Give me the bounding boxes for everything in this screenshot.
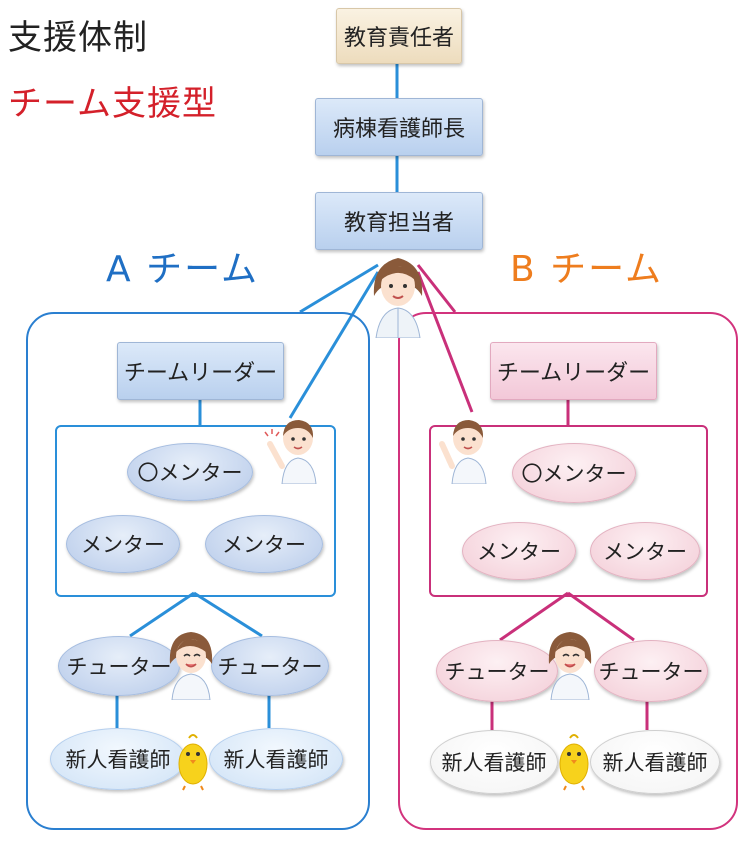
team-b-female-nurse-illustration [548, 632, 592, 700]
team-b-tutor-2: チューター [594, 640, 708, 702]
team-b-new-nurse-2: 新人看護師 [590, 730, 720, 794]
line-incharge-to-a-mentor [288, 271, 380, 419]
team-a-female-nurse-illustration [169, 632, 213, 700]
team-b-male-nurse-illustration [439, 420, 487, 484]
line-incharge-to-b-mentor [416, 271, 474, 413]
education-nurse-illustration [373, 258, 423, 338]
line-a-box-to-tutor1 [129, 591, 195, 638]
team-b-frame [398, 312, 738, 830]
line-b-box-to-tutor2 [567, 591, 635, 642]
team-b-label: B チーム [510, 249, 664, 290]
line-incharge-to-team-a [299, 263, 379, 314]
team-b-leader-node: チームリーダー [490, 342, 657, 400]
team-a-frame [26, 312, 370, 830]
team-b-mentor-box [429, 425, 708, 597]
team-a-mentor-2: メンター [205, 515, 323, 573]
team-a-mentor-1: メンター [66, 515, 180, 573]
team-a-tutor-2: チューター [211, 636, 329, 696]
team-a-new-nurse-2: 新人看護師 [209, 728, 343, 790]
team-b-main-mentor: 〇メンター [512, 443, 636, 503]
team-a-male-nurse-illustration [264, 420, 317, 484]
team-b-chick-illustration [559, 734, 589, 791]
line-b-box-to-tutor1 [499, 591, 569, 642]
page-title: 支援体制 [8, 18, 148, 58]
team-a-label: A チーム [106, 249, 259, 290]
team-b-mentor-1: メンター [462, 522, 576, 580]
team-b-tutor-1: チューター [436, 640, 558, 702]
team-b-mentor-2: メンター [590, 522, 700, 580]
team-a-tutor-1: チューター [58, 636, 180, 696]
team-a-chick-illustration [178, 734, 208, 791]
line-a-box-to-tutor2 [193, 591, 263, 638]
team-a-main-mentor: 〇メンター [127, 443, 253, 501]
team-a-mentor-box [55, 425, 336, 597]
team-a-new-nurse-1: 新人看護師 [50, 728, 186, 790]
team-b-new-nurse-1: 新人看護師 [430, 730, 558, 794]
page-subtitle: チーム支援型 [8, 84, 217, 124]
ward-head-nurse-node: 病棟看護師長 [315, 98, 483, 156]
edu-responsible-node: 教育責任者 [336, 8, 462, 64]
edu-in-charge-node: 教育担当者 [315, 192, 483, 250]
team-a-leader-node: チームリーダー [117, 342, 284, 400]
line-incharge-to-team-b [416, 264, 457, 313]
